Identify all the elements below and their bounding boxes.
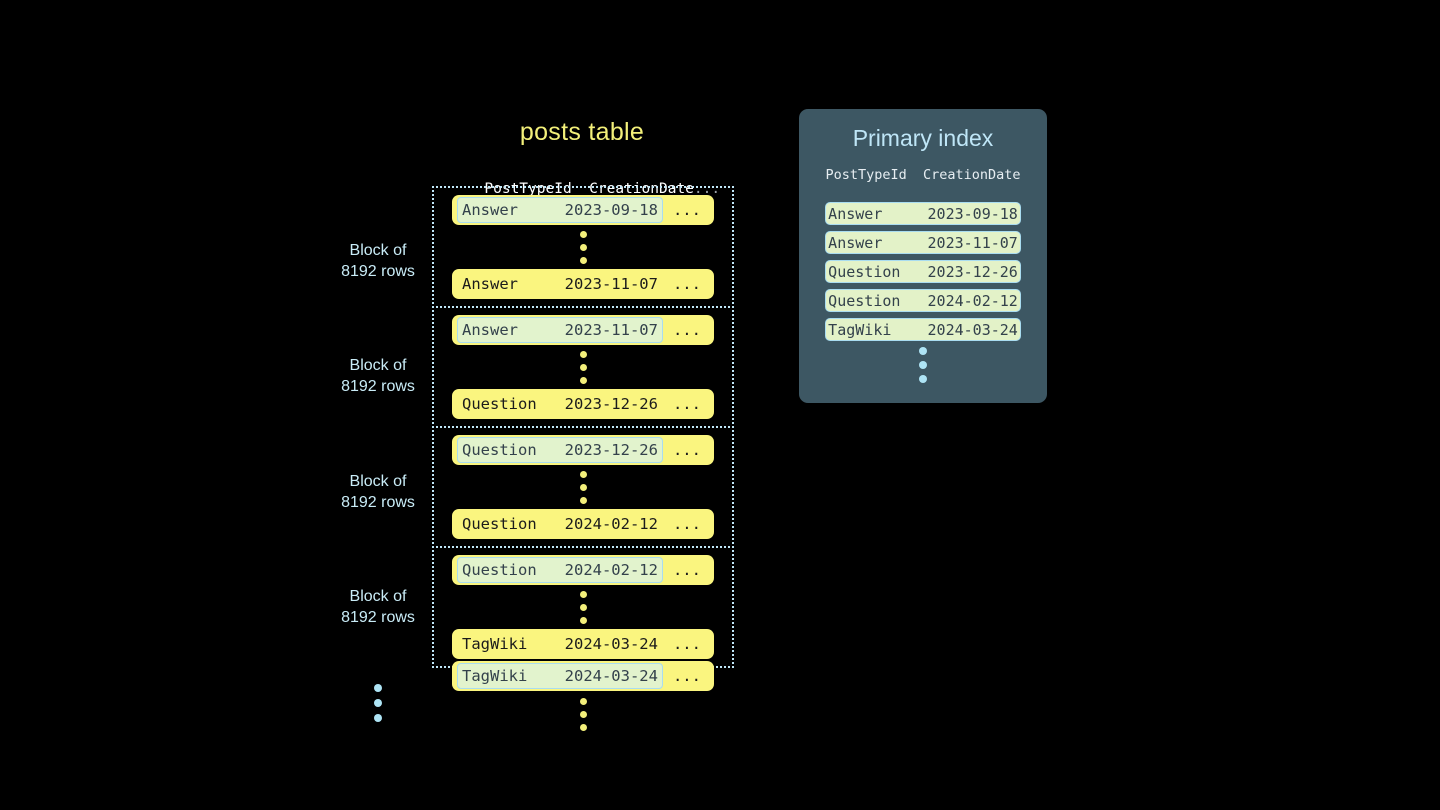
block-label-2: Block of 8192 rows (330, 355, 426, 397)
vertical-dots-icon (579, 698, 587, 731)
posts-table-header-labels: PostTypeId CreationDate (484, 181, 694, 197)
table-row-ellipsis: ... (672, 441, 701, 459)
primary-index-column-headers: PostTypeId CreationDate (825, 167, 1021, 183)
block-label-3-line2: 8192 rows (341, 494, 415, 511)
trailing-row-container: TagWiki 2024-03-24 ... (432, 661, 734, 691)
index-row[interactable]: Question 2023-12-26 (825, 260, 1021, 283)
table-bottom-dots (432, 698, 734, 731)
table-row-ellipsis: ... (672, 635, 701, 653)
table-block: Question 2024-02-12 ... TagWiki 2024-03-… (432, 546, 734, 668)
table-row-ellipsis: ... (672, 515, 701, 533)
index-row[interactable]: TagWiki 2024-03-24 (825, 318, 1021, 341)
vertical-dots-icon (434, 465, 732, 509)
block-label-1-line2: 8192 rows (341, 263, 415, 280)
blocks-continue-dots (330, 684, 426, 722)
block-label-3-line1: Block of (349, 473, 407, 490)
primary-index-panel: Primary index PostTypeId CreationDate An… (799, 109, 1047, 403)
index-row-cells: Answer 2023-11-07 (828, 233, 1018, 252)
table-row-cells: TagWiki 2024-03-24 (457, 663, 663, 689)
index-row[interactable]: Answer 2023-11-07 (825, 231, 1021, 254)
table-row-ellipsis: ... (672, 275, 701, 293)
index-row-cells: TagWiki 2024-03-24 (828, 320, 1018, 339)
posts-table-header-ellipsis: ... (693, 181, 721, 197)
table-row-cells: TagWiki 2024-03-24 (462, 635, 658, 653)
table-row-ellipsis: ... (672, 395, 701, 413)
vertical-dots-icon (434, 345, 732, 389)
posts-table-column-headers: PostTypeId CreationDate... (432, 165, 732, 213)
index-row-cells: Question 2024-02-12 (828, 291, 1018, 310)
table-row-ellipsis: ... (672, 667, 701, 685)
posts-table-blocks: Answer 2023-09-18 ... Answer 2023-11-07 … (432, 186, 734, 668)
table-row-cells: Question 2024-02-12 (462, 515, 658, 533)
table-row-cells: Question 2023-12-26 (462, 395, 658, 413)
index-row-cells: Answer 2023-09-18 (828, 204, 1018, 223)
table-block: Answer 2023-09-18 ... Answer 2023-11-07 … (432, 186, 734, 308)
table-row[interactable]: Question 2023-12-26 ... (452, 389, 714, 419)
block-label-2-line2: 8192 rows (341, 378, 415, 395)
index-row-cells: Question 2023-12-26 (828, 262, 1018, 281)
table-row[interactable]: TagWiki 2024-03-24 ... (452, 661, 714, 691)
primary-index-title: Primary index (852, 125, 994, 151)
primary-index-rows: Answer 2023-09-18 Answer 2023-11-07 Ques… (799, 202, 1047, 383)
index-row[interactable]: Answer 2023-09-18 (825, 202, 1021, 225)
vertical-dots-icon (434, 225, 732, 269)
table-row-ellipsis: ... (672, 201, 701, 219)
table-row[interactable]: Answer 2023-09-18 ... (452, 195, 714, 225)
table-row[interactable]: TagWiki 2024-03-24 ... (452, 629, 714, 659)
block-label-3: Block of 8192 rows (330, 471, 426, 513)
table-row-cells: Question 2024-02-12 (457, 557, 663, 583)
table-row[interactable]: Question 2024-02-12 ... (452, 509, 714, 539)
block-label-2-line1: Block of (349, 357, 407, 374)
block-label-4-line1: Block of (349, 588, 407, 605)
table-row[interactable]: Answer 2023-11-07 ... (452, 315, 714, 345)
table-row-cells: Answer 2023-11-07 (462, 275, 658, 293)
index-row[interactable]: Question 2024-02-12 (825, 289, 1021, 312)
table-row-ellipsis: ... (672, 321, 701, 339)
table-row-ellipsis: ... (672, 561, 701, 579)
posts-table-title: posts table (519, 118, 645, 146)
table-row-cells: Answer 2023-11-07 (457, 317, 663, 343)
block-label-1-line1: Block of (349, 242, 407, 259)
table-row[interactable]: Question 2023-12-26 ... (452, 435, 714, 465)
table-row-cells: Answer 2023-09-18 (457, 197, 663, 223)
block-label-1: Block of 8192 rows (330, 240, 426, 282)
index-continue-dots-icon (799, 347, 1047, 383)
table-block: Answer 2023-11-07 ... Question 2023-12-2… (432, 306, 734, 428)
block-label-4: Block of 8192 rows (330, 586, 426, 628)
block-label-4-line2: 8192 rows (341, 609, 415, 626)
table-row-cells: Question 2023-12-26 (457, 437, 663, 463)
table-row[interactable]: Question 2024-02-12 ... (452, 555, 714, 585)
vertical-dots-icon (434, 585, 732, 629)
table-block: Question 2023-12-26 ... Question 2024-02… (432, 426, 734, 548)
table-row[interactable]: Answer 2023-11-07 ... (452, 269, 714, 299)
